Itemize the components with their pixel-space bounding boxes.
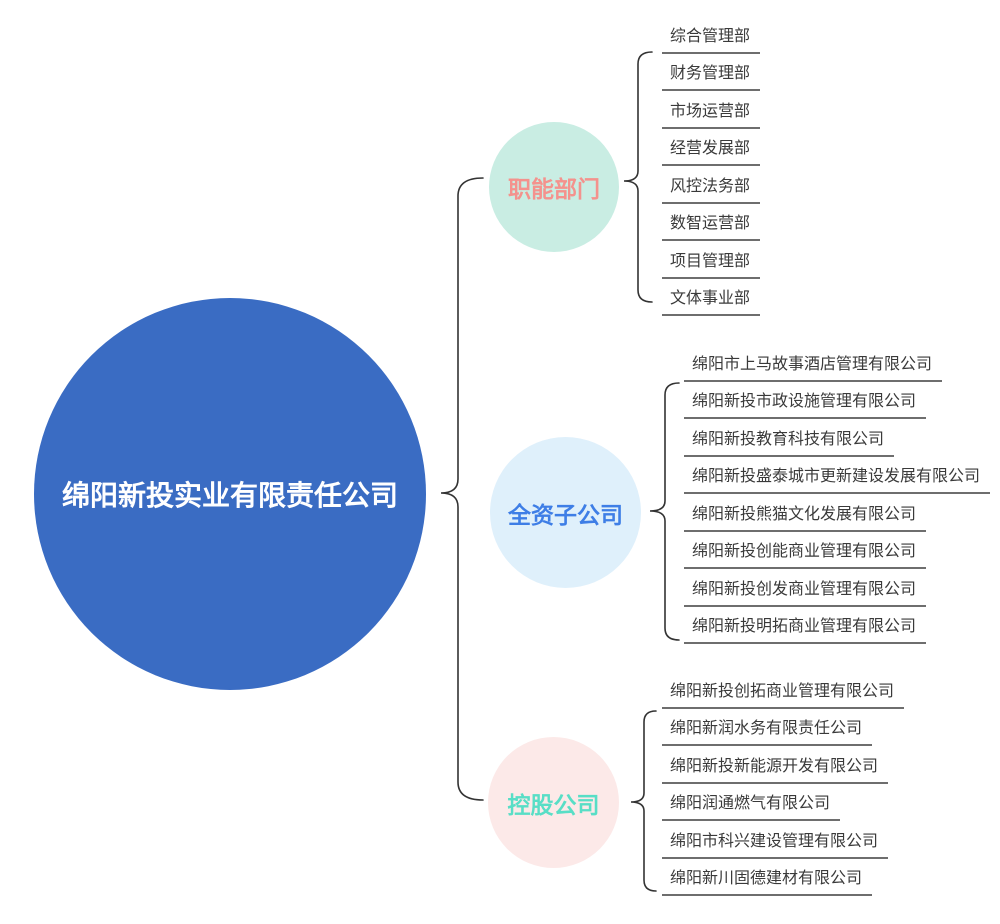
branch-label-holding-companies: 控股公司 — [507, 791, 600, 818]
brace-branch2-to-leaves — [649, 382, 680, 641]
branch-node-holding-companies[interactable]: 控股公司 — [488, 737, 619, 868]
leaf-node[interactable]: 经营发展部 — [662, 138, 761, 166]
leaf-row: 绵阳新投熊猫文化发展有限公司 — [684, 494, 927, 532]
leaf-row: 风控法务部 — [662, 166, 761, 204]
root-node[interactable]: 绵阳新投实业有限责任公司 — [34, 298, 426, 690]
leaf-node[interactable]: 文体事业部 — [662, 288, 761, 316]
brace-branch1-to-leaves — [623, 51, 653, 303]
brace-root-to-branches — [440, 177, 484, 801]
leaf-list-functional-departments: 综合管理部 财务管理部 市场运营部 经营发展部 风控法务部 数智运营部 项目 — [662, 16, 761, 316]
leaf-node[interactable]: 绵阳市科兴建设管理有限公司 — [662, 831, 889, 859]
leaf-row: 数智运营部 — [662, 204, 761, 241]
leaf-row: 绵阳新润水务有限责任公司 — [662, 709, 873, 746]
leaf-row: 市场运营部 — [662, 91, 761, 129]
leaf-node[interactable]: 项目管理部 — [662, 251, 761, 279]
leaf-node[interactable]: 绵阳新润水务有限责任公司 — [662, 718, 873, 746]
leaf-row: 绵阳新投盛泰城市更新建设发展有限公司 — [684, 457, 991, 494]
leaf-row: 绵阳市上马故事酒店管理有限公司 — [684, 344, 943, 382]
leaf-node[interactable]: 绵阳新投明拓商业管理有限公司 — [684, 616, 927, 644]
leaf-node[interactable]: 绵阳新投创发商业管理有限公司 — [684, 579, 927, 607]
leaf-row: 绵阳新投创拓商业管理有限公司 — [662, 671, 905, 709]
leaf-row: 文体事业部 — [662, 279, 761, 316]
leaf-row: 财务管理部 — [662, 54, 761, 91]
leaf-node[interactable]: 绵阳新投市政设施管理有限公司 — [684, 391, 927, 419]
leaf-node[interactable]: 绵阳新川固德建材有限公司 — [662, 868, 873, 896]
leaf-row: 绵阳新川固德建材有限公司 — [662, 859, 873, 896]
leaf-row: 绵阳新投新能源开发有限公司 — [662, 746, 889, 784]
leaf-node[interactable]: 绵阳新投熊猫文化发展有限公司 — [684, 504, 927, 532]
root-node-label: 绵阳新投实业有限责任公司 — [61, 480, 398, 511]
leaf-row: 项目管理部 — [662, 241, 761, 279]
leaf-row: 绵阳新投市政设施管理有限公司 — [684, 382, 927, 419]
leaf-node[interactable]: 数智运营部 — [662, 213, 761, 241]
leaf-node[interactable]: 绵阳新投创能商业管理有限公司 — [684, 541, 927, 569]
leaf-row: 绵阳新投创能商业管理有限公司 — [684, 532, 927, 569]
leaf-node[interactable]: 风控法务部 — [662, 176, 761, 204]
branch-node-functional-departments[interactable]: 职能部门 — [489, 122, 619, 252]
leaf-row: 绵阳市科兴建设管理有限公司 — [662, 821, 889, 859]
leaf-list-wholly-owned-subsidiaries: 绵阳市上马故事酒店管理有限公司 绵阳新投市政设施管理有限公司 绵阳新投教育科技有… — [684, 344, 991, 644]
leaf-row: 绵阳新投创发商业管理有限公司 — [684, 569, 927, 607]
leaf-node[interactable]: 综合管理部 — [662, 26, 761, 54]
branch-label-functional-departments: 职能部门 — [508, 176, 600, 202]
leaf-node[interactable]: 绵阳新投盛泰城市更新建设发展有限公司 — [684, 466, 991, 494]
leaf-node[interactable]: 财务管理部 — [662, 63, 761, 91]
leaf-list-holding-companies: 绵阳新投创拓商业管理有限公司 绵阳新润水务有限责任公司 绵阳新投新能源开发有限公… — [662, 671, 905, 896]
branch-label-wholly-owned-subsidiaries: 全资子公司 — [508, 501, 623, 528]
leaf-node[interactable]: 绵阳润通燃气有限公司 — [662, 793, 841, 821]
leaf-row: 绵阳润通燃气有限公司 — [662, 784, 841, 821]
leaf-row: 绵阳新投教育科技有限公司 — [684, 419, 895, 457]
leaf-node[interactable]: 市场运营部 — [662, 101, 761, 129]
branch-node-wholly-owned-subsidiaries[interactable]: 全资子公司 — [490, 437, 641, 588]
leaf-node[interactable]: 绵阳新投新能源开发有限公司 — [662, 756, 889, 784]
leaf-node[interactable]: 绵阳新投创拓商业管理有限公司 — [662, 681, 905, 709]
leaf-row: 绵阳新投明拓商业管理有限公司 — [684, 607, 927, 644]
brace-branch3-to-leaves — [630, 710, 657, 892]
leaf-row: 综合管理部 — [662, 16, 761, 54]
leaf-row: 经营发展部 — [662, 129, 761, 166]
leaf-node[interactable]: 绵阳市上马故事酒店管理有限公司 — [684, 354, 943, 382]
leaf-node[interactable]: 绵阳新投教育科技有限公司 — [684, 429, 895, 457]
